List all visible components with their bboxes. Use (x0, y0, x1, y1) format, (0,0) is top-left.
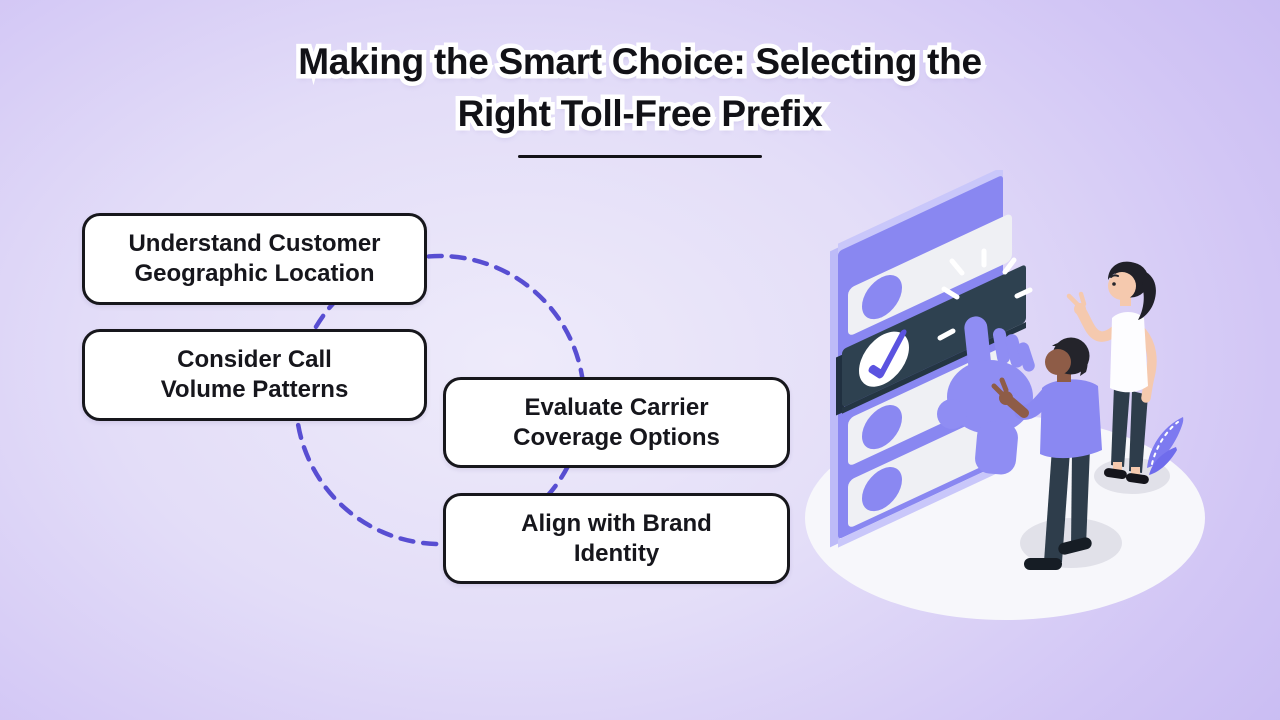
row-bullet (862, 275, 902, 320)
page-title: Making the Smart Choice: Selecting the (298, 41, 982, 82)
page-title: Right Toll-Free Prefix (457, 93, 823, 134)
title-block: Making the Smart Choice: Selecting the M… (0, 36, 1280, 140)
page-title-outline: Making the Smart Choice: Selecting the (294, 37, 987, 87)
checklist-illustration (805, 170, 1205, 620)
plant-decoration (1147, 417, 1184, 475)
click-sparkles (937, 248, 1033, 341)
page-title-line-2: Right Toll-Free Prefix Right Toll-Free P… (0, 88, 1280, 140)
panel-side-edge (830, 246, 840, 548)
step-box-evaluate-carrier-coverage-options: Evaluate Carrier Coverage Options (443, 377, 790, 468)
man-figure (991, 337, 1102, 570)
panel-bottom-edge (838, 462, 1003, 548)
row-bullet (862, 467, 902, 512)
step-box-consider-call-volume-patterns: Consider Call Volume Patterns (82, 329, 427, 421)
panel-top-edge (838, 170, 1003, 254)
checkmark-icon (868, 329, 907, 379)
row-bullet (862, 405, 902, 450)
title-underline (518, 155, 762, 158)
checklist-panel (830, 170, 1026, 548)
step-box-understand-customer-geographic-location: Understand Customer Geographic Location (82, 213, 427, 305)
page-title-outline: Right Toll-Free Prefix (453, 89, 827, 139)
pointer-hand-icon (937, 316, 1035, 475)
step-box-align-with-brand-identity: Align with Brand Identity (443, 493, 790, 584)
woman-figure (1066, 261, 1157, 485)
page-title-line-1: Making the Smart Choice: Selecting the M… (0, 36, 1280, 88)
